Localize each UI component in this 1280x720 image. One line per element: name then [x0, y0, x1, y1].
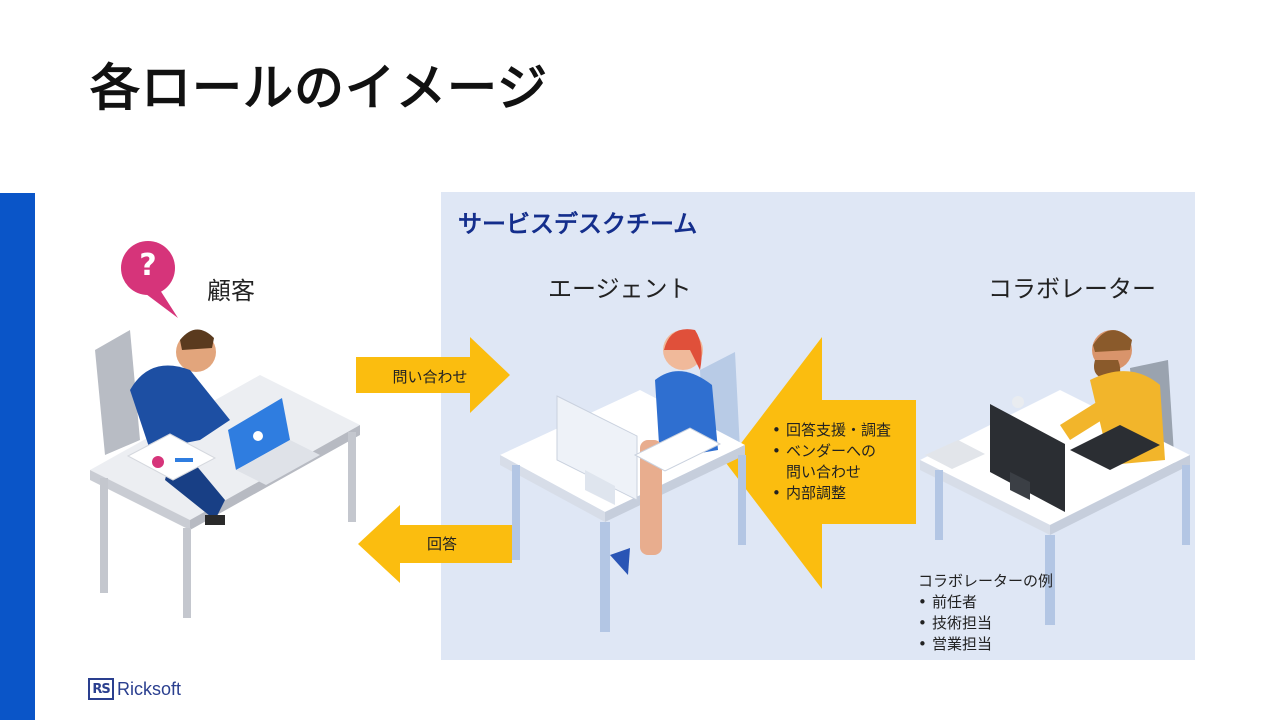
support-item: 内部調整 — [772, 483, 891, 504]
role-label-customer: 顧客 — [207, 277, 255, 305]
company-logo: RS Ricksoft — [88, 678, 181, 700]
agent-illustration — [500, 329, 746, 632]
question-bubble — [121, 241, 178, 318]
logo-mark-icon: RS — [88, 678, 114, 700]
answer-arrow-shape — [358, 505, 512, 583]
inquiry-arrow-label: 問い合わせ — [392, 368, 468, 386]
role-label-agent: エージェント — [548, 275, 692, 303]
support-item: ベンダーへの 問い合わせ — [772, 441, 891, 483]
collaborator-example-item: 前任者 — [918, 592, 1053, 613]
customer-illustration — [90, 329, 360, 618]
inquiry-arrow-shape — [356, 337, 510, 413]
collaborator-example-item: 営業担当 — [918, 634, 1053, 655]
left-accent-bar — [0, 193, 35, 720]
team-label: サービスデスクチーム — [458, 210, 698, 238]
support-list: 回答支援・調査 ベンダーへの 問い合わせ 内部調整 — [772, 420, 891, 504]
collaborator-example-item: 技術担当 — [918, 613, 1053, 634]
collaborator-examples-heading: コラボレーターの例 — [918, 572, 1054, 590]
answer-arrow-label: 回答 — [426, 535, 457, 553]
support-item: 回答支援・調査 — [772, 420, 891, 441]
role-label-collaborator: コラボレーター — [988, 275, 1156, 303]
page-title: 各ロールのイメージ — [90, 59, 548, 117]
logo-text: Ricksoft — [117, 678, 182, 699]
collaborator-illustration — [920, 330, 1190, 625]
collaborator-examples: コラボレーターの例 前任者 技術担当 営業担当 — [918, 571, 1053, 655]
question-mark-icon: ? — [139, 248, 157, 283]
